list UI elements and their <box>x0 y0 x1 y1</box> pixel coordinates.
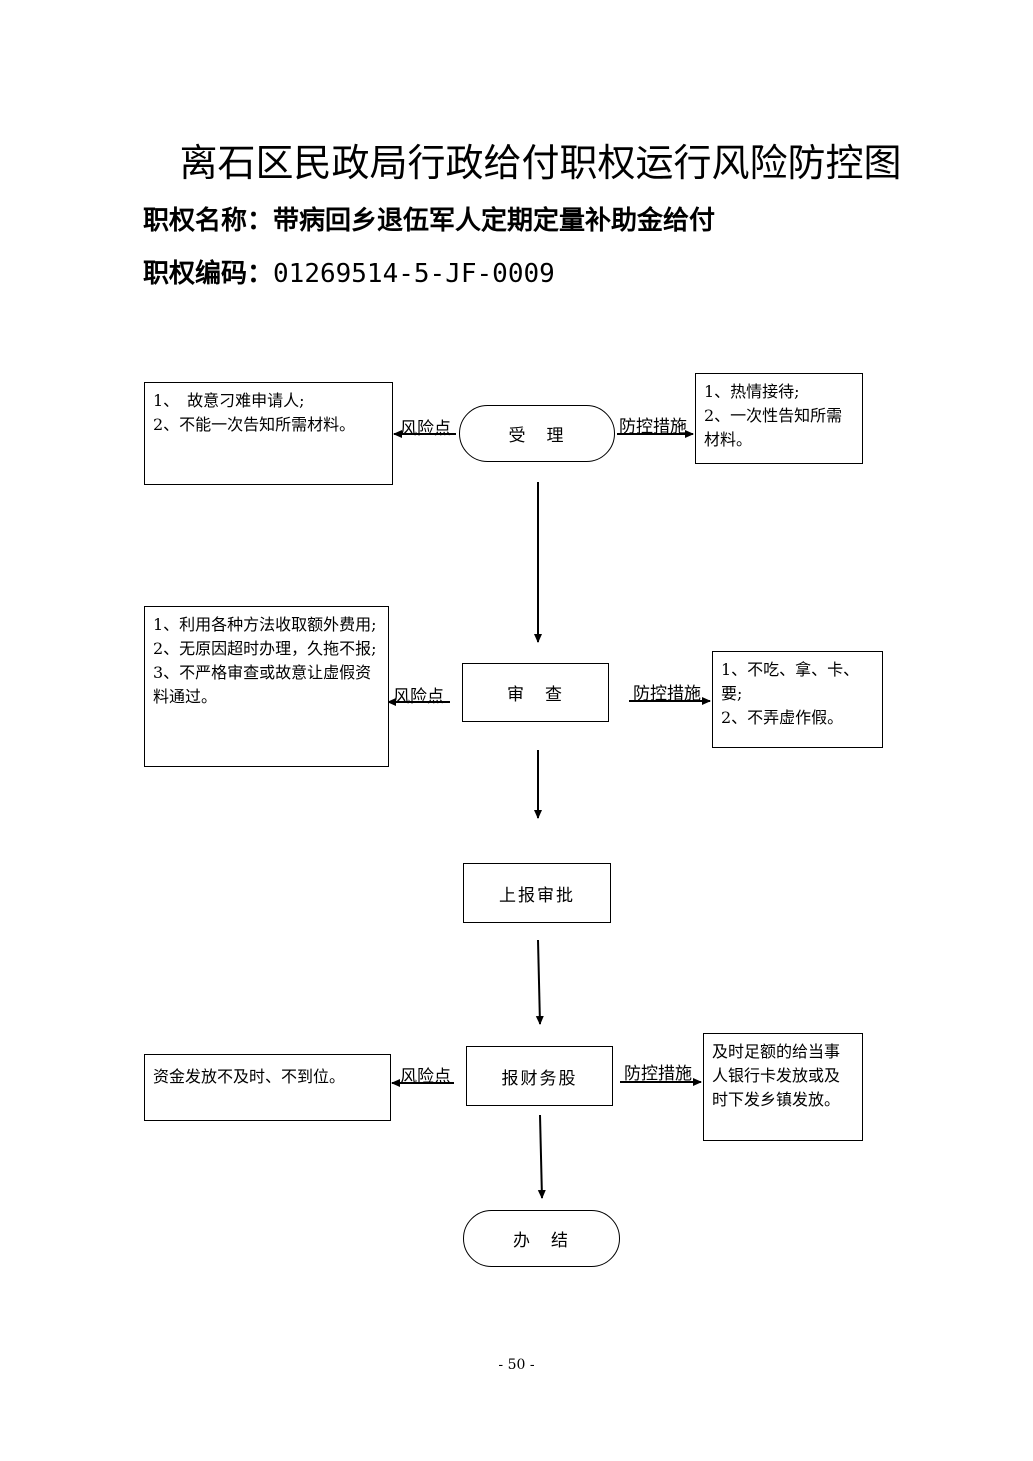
control-label-1: 防控措施 <box>619 417 687 437</box>
risk-label-1: 风险点 <box>400 419 451 439</box>
authority-name: 职权名称：带病回乡退伍军人定期定量补助金给付 <box>143 200 715 237</box>
control-label-3: 防控措施 <box>624 1064 692 1084</box>
control-box-review: 1、不吃、拿、卡、要; 2、不弄虚作假。 <box>712 651 883 748</box>
page-title: 离石区民政局行政给付职权运行风险防控图 <box>179 141 902 185</box>
step-report-approval: 上报审批 <box>463 863 611 923</box>
step-accept: 受 理 <box>459 405 615 462</box>
risk-box-accept: 1、 故意刁难申请人; 2、不能一次告知所需材料。 <box>144 382 393 485</box>
authority-code: 职权编码：01269514-5-JF-0009 <box>143 253 555 290</box>
authority-code-value: 01269514-5-JF-0009 <box>273 259 555 289</box>
arrow-finance-to-close <box>537 1114 546 1199</box>
step-review: 审 查 <box>462 663 609 722</box>
authority-code-label: 职权编码： <box>143 259 274 289</box>
risk-label-2: 风险点 <box>393 687 444 707</box>
authority-name-label: 职权名称： <box>143 206 274 236</box>
step-close: 办 结 <box>463 1210 620 1267</box>
control-label-2: 防控措施 <box>633 684 701 704</box>
control-box-accept: 1、热情接待; 2、一次性告知所需材料。 <box>695 373 863 464</box>
page-number: - 50 - <box>498 1357 535 1373</box>
authority-name-value: 带病回乡退伍军人定期定量补助金给付 <box>273 206 716 236</box>
risk-box-review: 1、利用各种方法收取额外费用; 2、无原因超时办理，久拖不报; 3、不严格审查或… <box>144 606 389 767</box>
arrow-approval-to-finance <box>535 939 544 1025</box>
control-box-finance: 及时足额的给当事人银行卡发放或及时下发乡镇发放。 <box>703 1033 863 1141</box>
step-finance: 报财务股 <box>466 1046 613 1106</box>
risk-label-3: 风险点 <box>400 1067 451 1087</box>
risk-box-finance: 资金发放不及时、不到位。 <box>144 1054 391 1121</box>
